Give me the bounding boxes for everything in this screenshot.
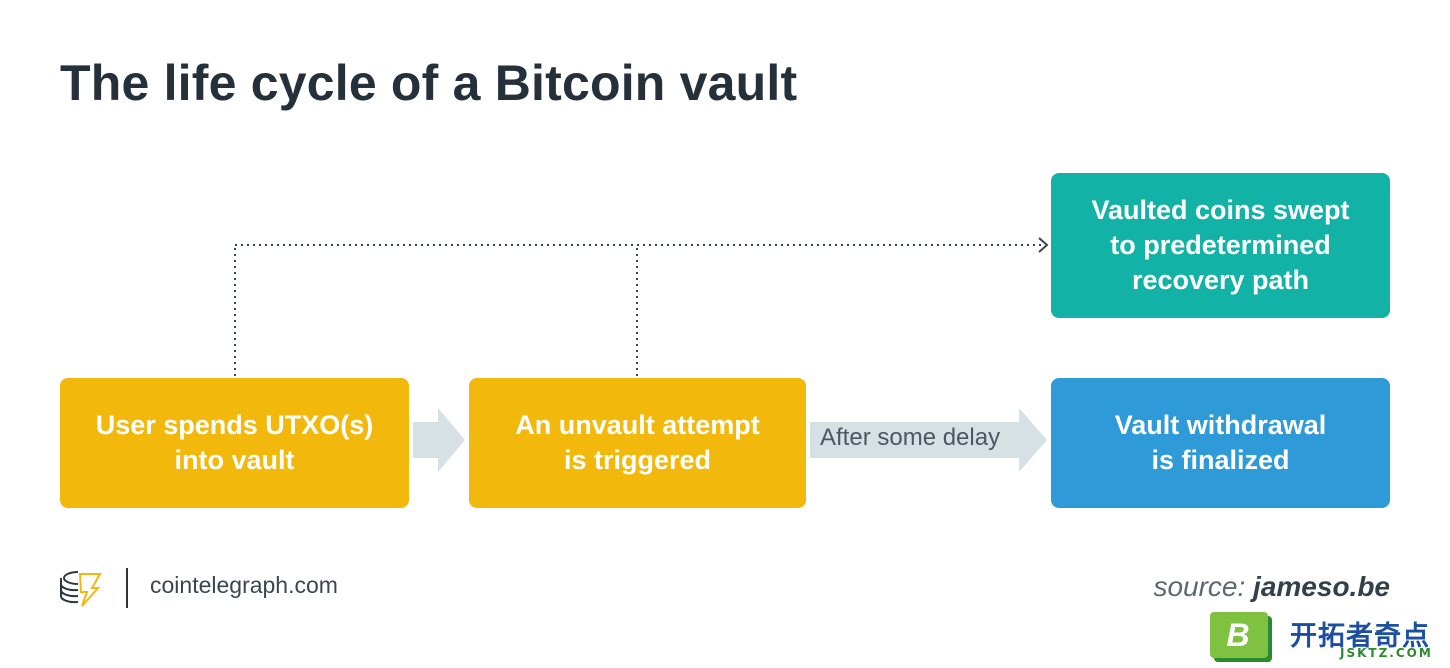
cointelegraph-logo-icon <box>60 571 102 607</box>
block-arrow-icon <box>413 408 465 472</box>
watermark-text: 开拓者奇点 <box>1290 621 1430 651</box>
step-spend-into-vault: User spends UTXO(s) into vault <box>60 378 409 508</box>
watermark-letter: B <box>1226 617 1249 653</box>
step-withdraw-label: Vault withdrawal is finalized <box>1114 410 1327 475</box>
step-withdrawal-finalized: Vault withdrawal is finalized <box>1051 378 1390 508</box>
watermark-logo-icon: B <box>1210 612 1272 662</box>
delay-label: After some delay <box>820 424 1001 451</box>
step-sweep-label: Vaulted coins swept to predetermined rec… <box>1091 195 1350 295</box>
step-spend-label: User spends UTXO(s) into vault <box>95 410 374 475</box>
step-recovery-sweep: Vaulted coins swept to predetermined rec… <box>1051 173 1390 318</box>
footer-site-link[interactable]: cointelegraph.com <box>150 572 338 598</box>
page-title: The life cycle of a Bitcoin vault <box>60 55 798 111</box>
footer-source: source: jameso.be <box>1153 571 1390 603</box>
recovery-dotted-path <box>234 244 1044 376</box>
footer-divider <box>126 568 128 608</box>
step-unvault-attempt: An unvault attempt is triggered <box>469 378 806 508</box>
source-prefix: source: <box>1153 571 1246 602</box>
delay-arrow-icon <box>810 408 1047 472</box>
watermark-subtext: JSKTZ.COM <box>1340 646 1433 660</box>
step-unvault-label: An unvault attempt is triggered <box>515 410 760 475</box>
dotted-arrow-icon <box>1038 237 1049 253</box>
source-name: jameso.be <box>1253 571 1390 602</box>
